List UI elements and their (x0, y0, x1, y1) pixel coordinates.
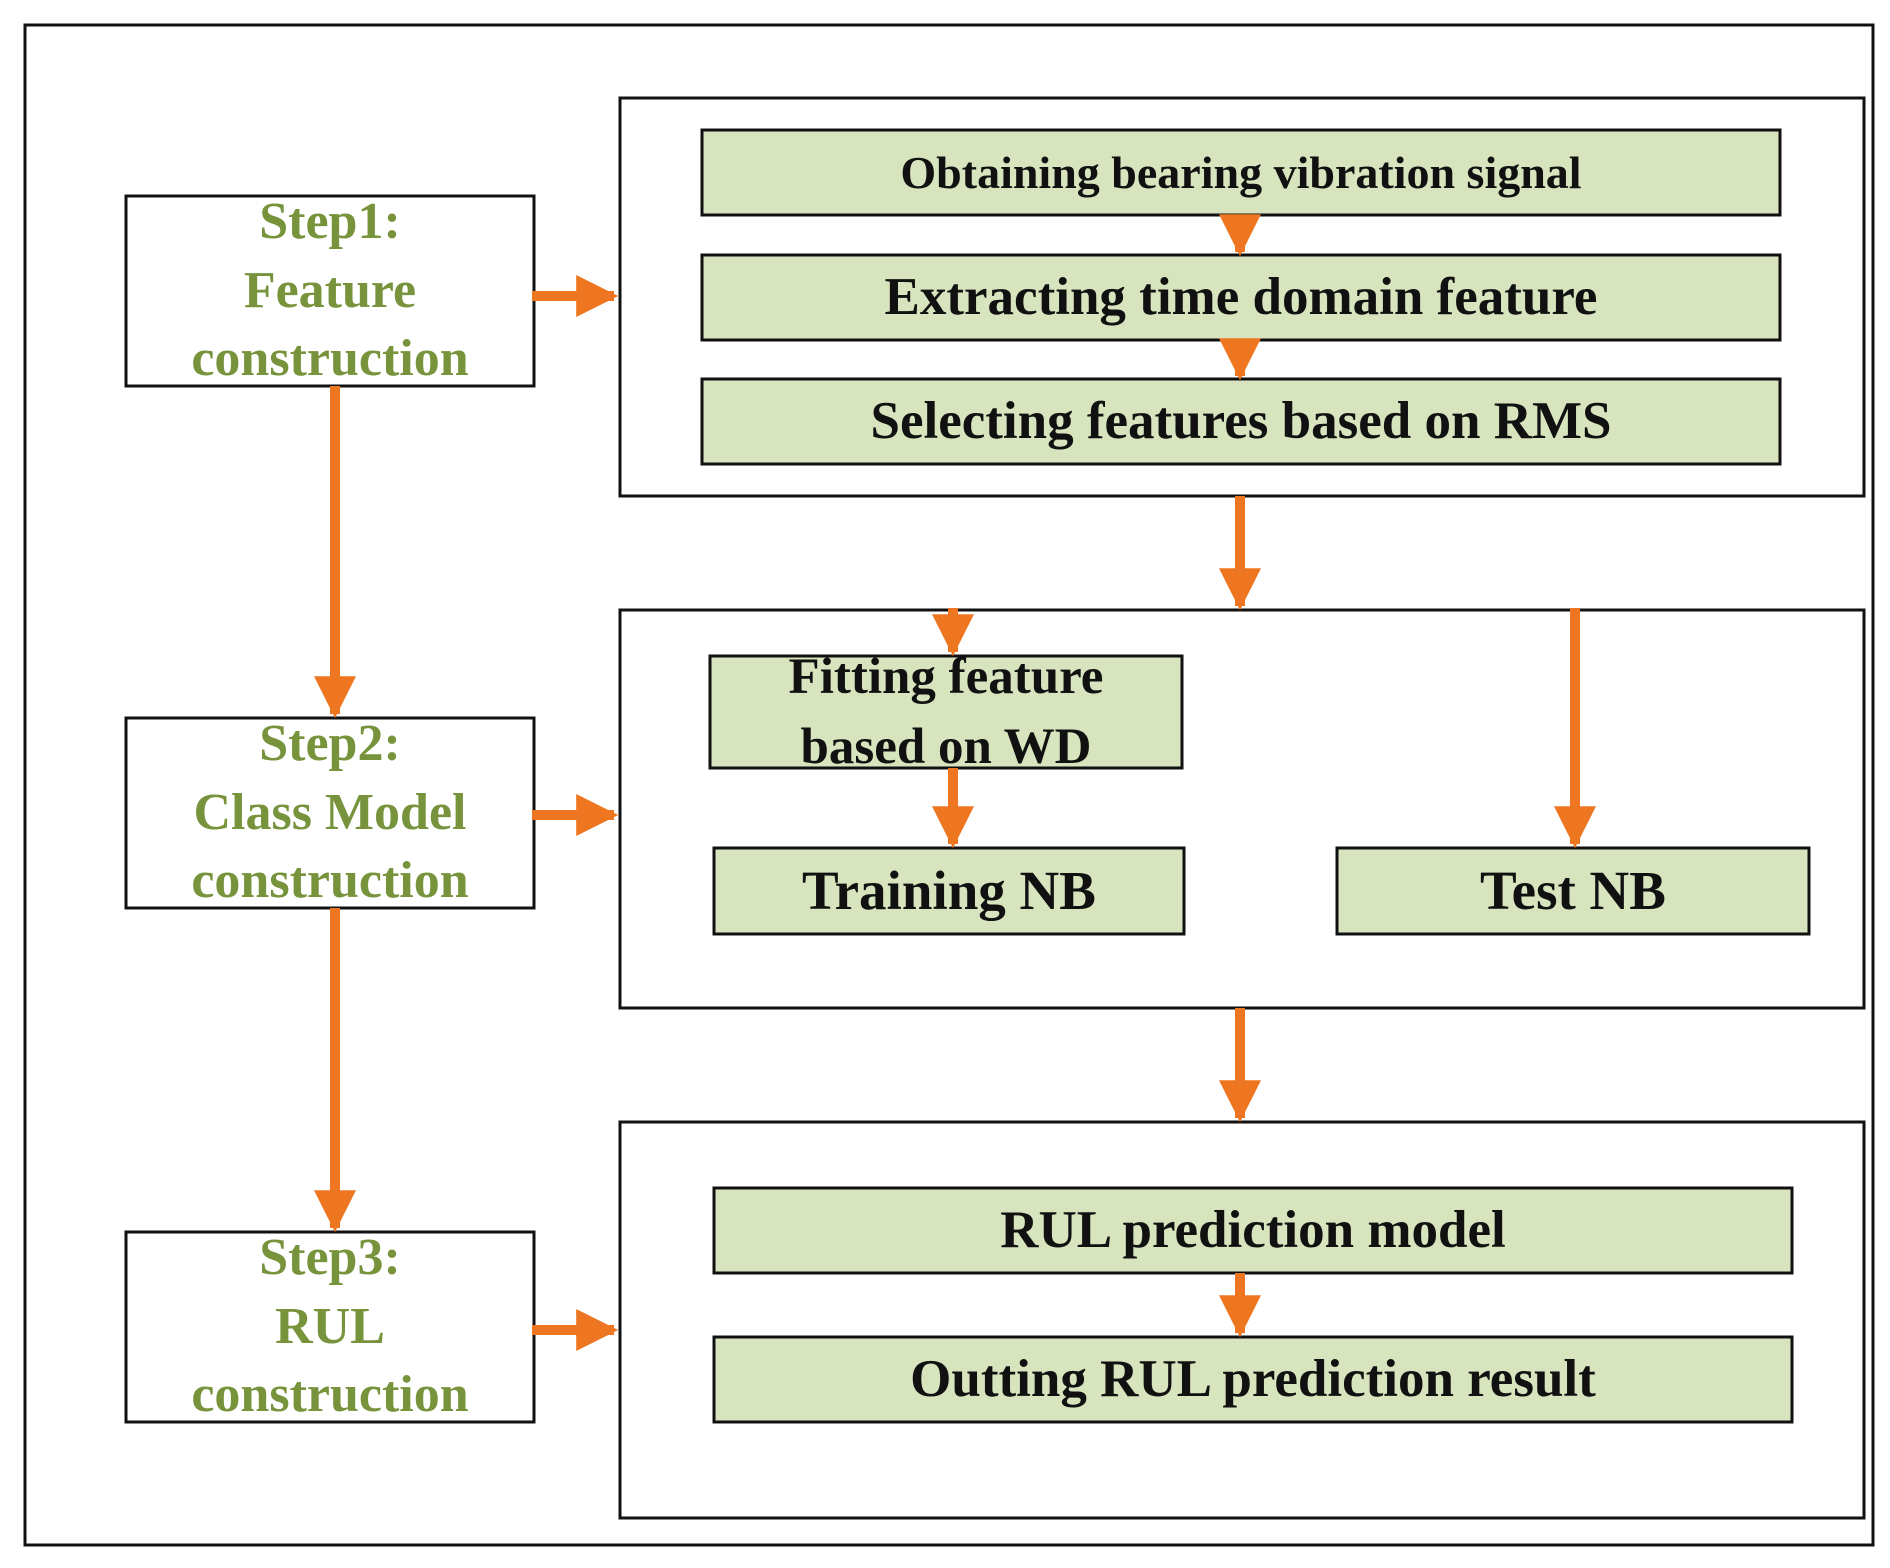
process-label-fitting-feature: Fitting feature based on WD (788, 648, 1104, 775)
outer-frame (23, 23, 1875, 1547)
process-label-selecting-features: Selecting features based on RMS (870, 391, 1612, 450)
process-box-extracting-feature (700, 253, 1782, 342)
step3-label: Step3: RUL construction (191, 1229, 469, 1424)
process-label-rul-result: Outting RUL prediction result (910, 1349, 1596, 1408)
process-label-obtaining-signal: Obtaining bearing vibration signal (900, 146, 1582, 198)
step2-label: Step2: Class Model construction (191, 715, 469, 910)
process-label-training-nb: Training NB (802, 860, 1096, 922)
process-box-selecting-features (700, 377, 1782, 466)
process-box-training-nb (712, 846, 1186, 936)
step3-box (124, 1230, 536, 1424)
process-box-obtaining-signal (700, 128, 1782, 217)
process-label-rul-model: RUL prediction model (1000, 1200, 1506, 1259)
process-box-test-nb (1335, 846, 1811, 936)
step1-label: Step1: Feature construction (191, 193, 469, 388)
process-label-test-nb: Test NB (1480, 860, 1666, 922)
process-box-fitting-feature (708, 654, 1184, 770)
process-box-rul-model (712, 1186, 1794, 1275)
process-label-extracting-feature: Extracting time domain feature (884, 267, 1598, 326)
process-box-rul-result (712, 1335, 1794, 1424)
step1-box (124, 194, 536, 388)
